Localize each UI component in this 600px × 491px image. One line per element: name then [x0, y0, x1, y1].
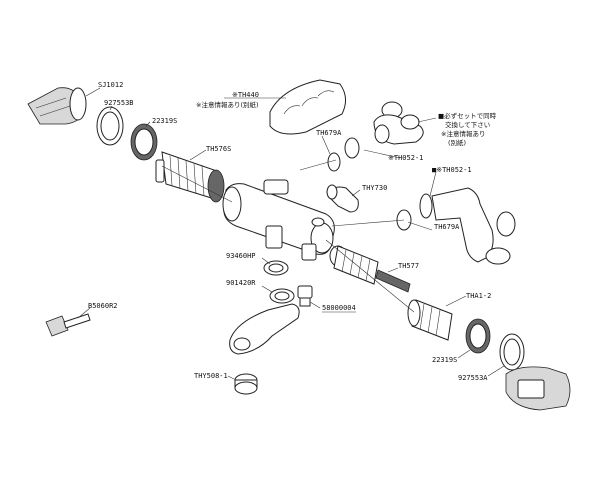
label-thy508-1: THY508-1: [194, 372, 228, 380]
right-handle-cover: [505, 366, 571, 411]
label-th052-1-right: ■※TH052-1: [432, 166, 472, 174]
right-ring-22319s: [465, 318, 491, 354]
label-thy730: THY730: [362, 184, 387, 192]
label-b5060r2: B5060R2: [88, 302, 118, 310]
key-b5060r2: [45, 313, 91, 337]
right-handle-ring-927553a: [499, 333, 525, 371]
label-th440: ※TH440: [232, 91, 259, 99]
thermostat-cartridge-th576s: [155, 151, 225, 203]
note-must-set-line2: 交換して下さい: [445, 120, 490, 129]
leader-lines: [77, 87, 505, 381]
left-handle-cover: [27, 87, 87, 125]
label-927553a: 927553A: [458, 374, 488, 382]
left-ring-22319s: [130, 123, 158, 161]
label-th577: TH577: [398, 262, 419, 270]
label-sj1012: SJ1012: [98, 81, 123, 89]
ring-93460hp: [263, 260, 289, 276]
fitting-58000004: [297, 285, 313, 307]
connection-pipe-th052-1-lower: [419, 187, 516, 265]
ring-th679a-upper: [327, 137, 360, 172]
label-93460hp: 93460HP: [226, 252, 256, 260]
label-927553b: 927553B: [104, 99, 134, 107]
label-22319s-bottom: 22319S: [432, 356, 457, 364]
label-tha1-2: THA1-2: [466, 292, 491, 300]
label-th576s: TH576S: [206, 145, 231, 153]
spout-901420r: [229, 288, 300, 355]
faucet-main-body: [222, 179, 335, 261]
label-58000004: 58000004: [322, 304, 356, 312]
cover-th440: [269, 79, 346, 135]
label-901420r: 901420R: [226, 279, 256, 287]
connection-pipe-th052-1-upper: [373, 101, 424, 145]
left-handle-ring-927553b: [96, 106, 124, 146]
label-th052-1-top: ※TH052-1: [388, 154, 423, 162]
right-handle-cartridge-tha1-2: [407, 299, 453, 341]
note-must-set-line1: ■必ずセットで同時: [438, 111, 497, 120]
label-22319s-top: 22319S: [152, 117, 177, 125]
note-must-set-line4: (別紙): [448, 138, 466, 147]
label-th679a-top: TH679A: [316, 129, 342, 137]
note-must-set-line3: ※注意情報あり: [441, 129, 485, 138]
label-th679a-right: TH679A: [434, 223, 460, 231]
aerator-thy508-1: [234, 373, 258, 395]
elbow-thy730: [326, 184, 359, 213]
label-th440-note: ※注意情報あり(別紙): [196, 100, 259, 109]
